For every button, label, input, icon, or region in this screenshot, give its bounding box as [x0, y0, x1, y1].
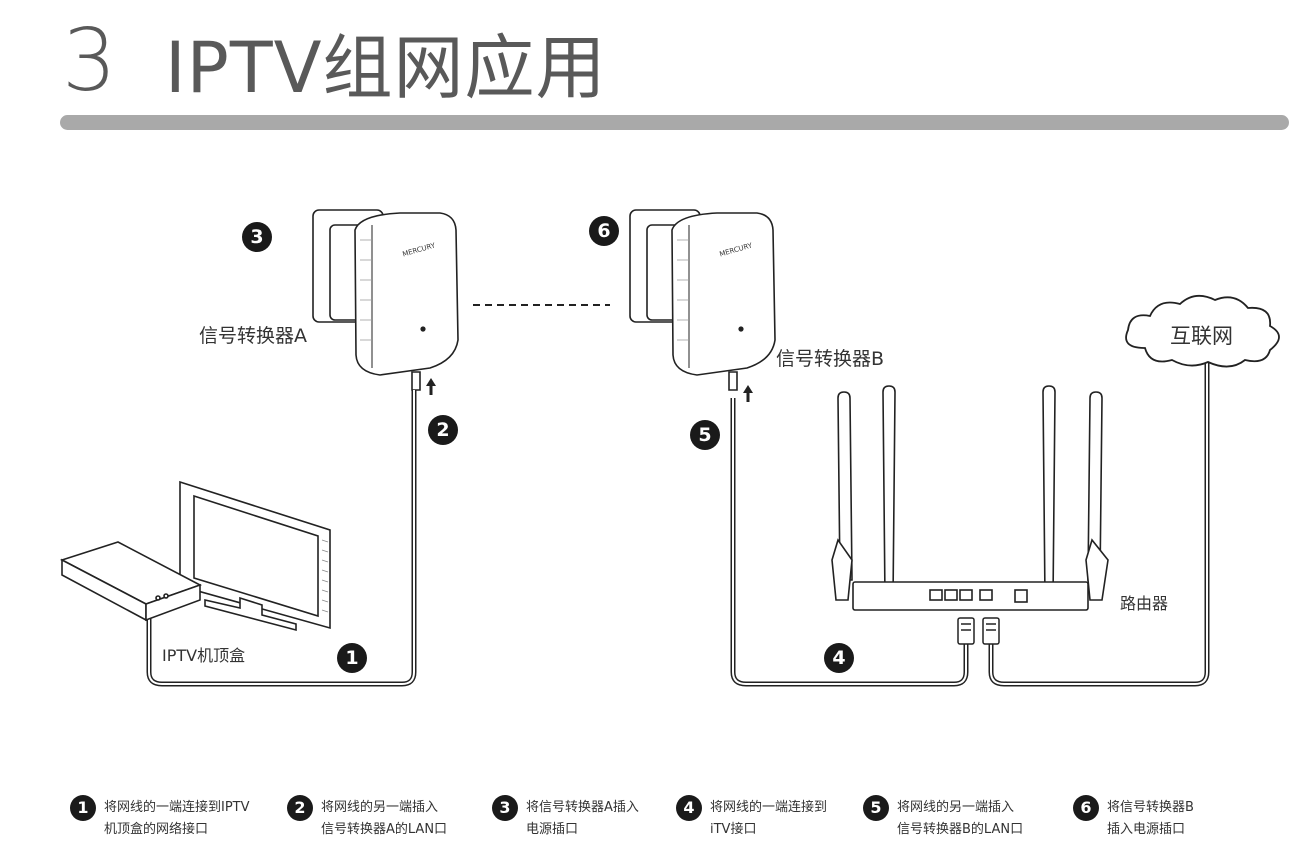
step-badge-1: 1	[337, 643, 367, 673]
step-badge-4: 4	[824, 643, 854, 673]
step-number-badge: 2	[287, 795, 313, 821]
step-text: 将网线的另一端插入 信号转换器A的LAN口	[321, 800, 448, 837]
step-number-badge: 3	[492, 795, 518, 821]
step-badge-3: 3	[242, 222, 272, 252]
adapter-a-label: 信号转换器A	[199, 325, 307, 347]
tv-illustration	[179, 480, 331, 632]
section-number: 3	[62, 11, 117, 111]
step-text: 将网线的一端连接到 iTV接口	[710, 800, 828, 837]
settop-box-label: IPTV机顶盒	[162, 646, 246, 665]
rj45-connectors	[957, 617, 1000, 645]
step-number-badge: 4	[676, 795, 702, 821]
page-title: IPTV组网应用	[165, 27, 607, 109]
router-label: 路由器	[1120, 594, 1169, 613]
step-text: 将信号转换器B 插入电源插口	[1107, 800, 1194, 837]
step-text: 将网线的一端连接到IPTV 机顶盒的网络接口	[104, 800, 250, 837]
step-text: 将信号转换器A插入 电源插口	[526, 800, 639, 837]
step-badge-6: 6	[589, 216, 619, 246]
plug-arrow-a-icon	[426, 378, 436, 395]
title-underline-bar	[60, 115, 1289, 130]
adapter-b-label: 信号转换器B	[776, 348, 885, 370]
step-badge-2: 2	[428, 415, 458, 445]
step-number-badge: 5	[863, 795, 889, 821]
step-number-badge: 6	[1073, 795, 1099, 821]
step-text: 将网线的另一端插入 信号转换器B的LAN口	[897, 800, 1024, 837]
plug-arrow-b-icon	[743, 385, 753, 402]
adapter-a-illustration	[312, 209, 459, 391]
internet-cloud-icon	[1125, 294, 1280, 368]
settop-box-illustration	[59, 541, 202, 622]
step-badge-5: 5	[690, 420, 720, 450]
router-illustration	[831, 385, 1109, 611]
internet-label: 互联网	[1170, 324, 1233, 348]
adapter-b-illustration	[629, 209, 776, 391]
step-number-badge: 1	[70, 795, 96, 821]
